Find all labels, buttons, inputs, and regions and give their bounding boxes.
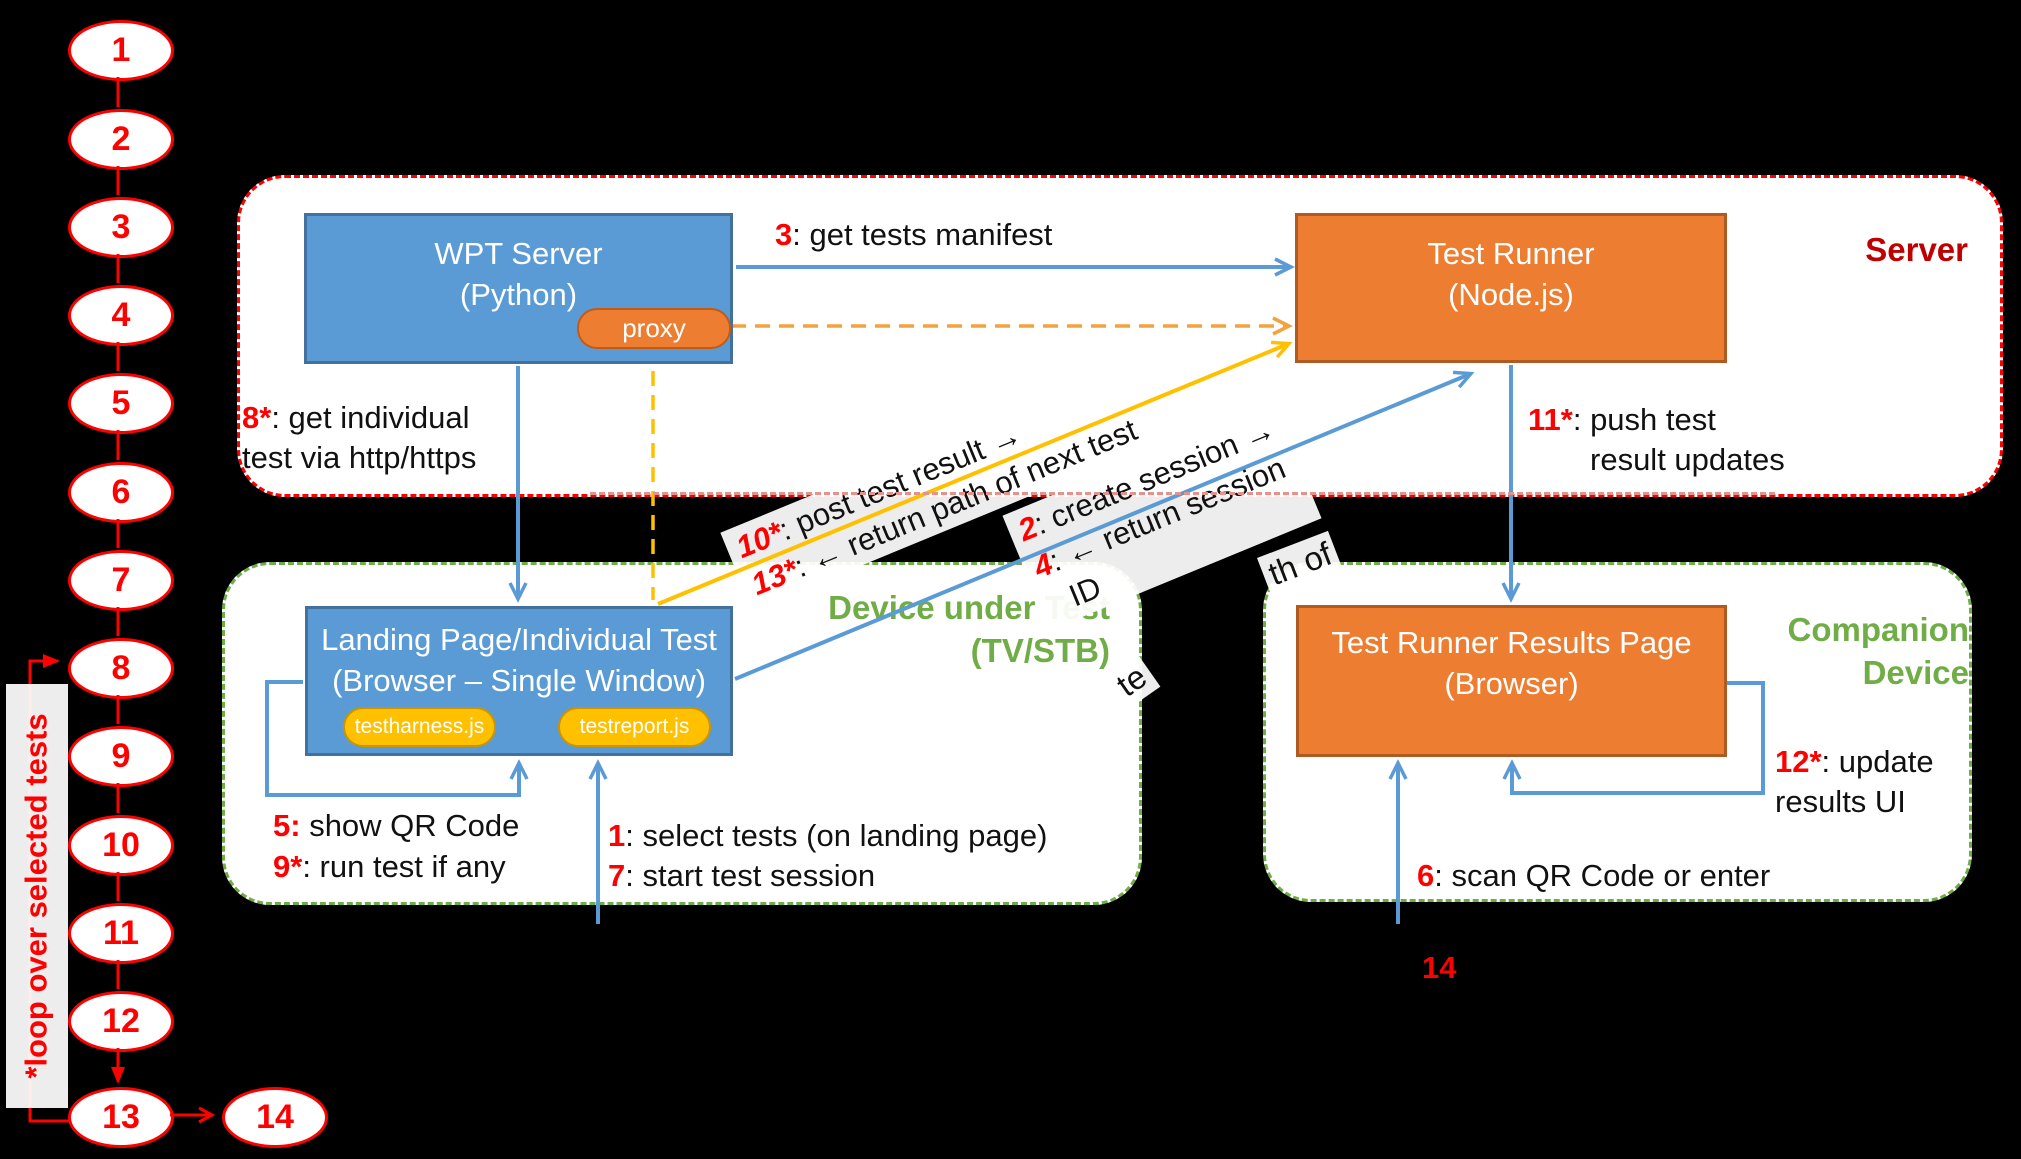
step-oval-14: 14 xyxy=(222,1087,328,1148)
annotation-1-7: 1: select tests (on landing page) 7: sta… xyxy=(608,818,1048,893)
step-oval-5: 5 xyxy=(68,373,174,434)
arrow-show-qr-loop xyxy=(265,680,529,797)
annotation-8: 8*: get individual test via http/https xyxy=(242,400,477,475)
companion-group-label: Companion Device xyxy=(1787,611,1969,691)
step-oval-9: 9 xyxy=(68,726,174,787)
annotation-5-9: 5: show QR Code 9*: run test if any xyxy=(273,808,520,884)
results-page-box: Test Runner Results Page (Browser) xyxy=(1296,605,1727,757)
step-oval-6: 6 xyxy=(68,462,174,523)
annotation-11: 11*: push test result updates xyxy=(1528,402,1785,477)
step-oval-7: 7 xyxy=(68,550,174,611)
proxy-pill: proxy xyxy=(577,308,731,349)
step-oval-13: 13 xyxy=(68,1087,174,1148)
annotation-6: 6: scan QR Code or enter xyxy=(1417,858,1771,893)
loop-label: *loop over selected tests xyxy=(19,713,54,1079)
step-oval-2: 2 xyxy=(68,109,174,170)
annotation-12: 12*: update results UI xyxy=(1775,744,1934,819)
loop-over-selected-tests-strip: *loop over selected tests xyxy=(6,684,68,1108)
annotation-3: 3: get tests manifest xyxy=(775,217,1053,252)
testreport-pill: testreport.js xyxy=(558,707,711,747)
annotation-14: 14 xyxy=(1422,950,1457,985)
step-oval-11: 11 xyxy=(68,903,174,964)
step-oval-1: 1 xyxy=(68,20,174,81)
server-group-label: Server xyxy=(1865,231,1968,268)
arrow-create-session xyxy=(734,370,1475,681)
step-oval-3: 3 xyxy=(68,197,174,258)
step-oval-4: 4 xyxy=(68,285,174,346)
testharness-pill: testharness.js xyxy=(343,707,496,747)
step-oval-10: 10 xyxy=(68,815,174,876)
arrow-update-results-loop xyxy=(1502,681,1765,795)
arrow-post-test-result xyxy=(657,340,1293,606)
test-runner-box: Test Runner (Node.js) xyxy=(1295,213,1727,363)
step-oval-12: 12 xyxy=(68,991,174,1052)
server-bottom-dashed-line xyxy=(590,492,1775,495)
step-oval-8: 8 xyxy=(68,638,174,699)
